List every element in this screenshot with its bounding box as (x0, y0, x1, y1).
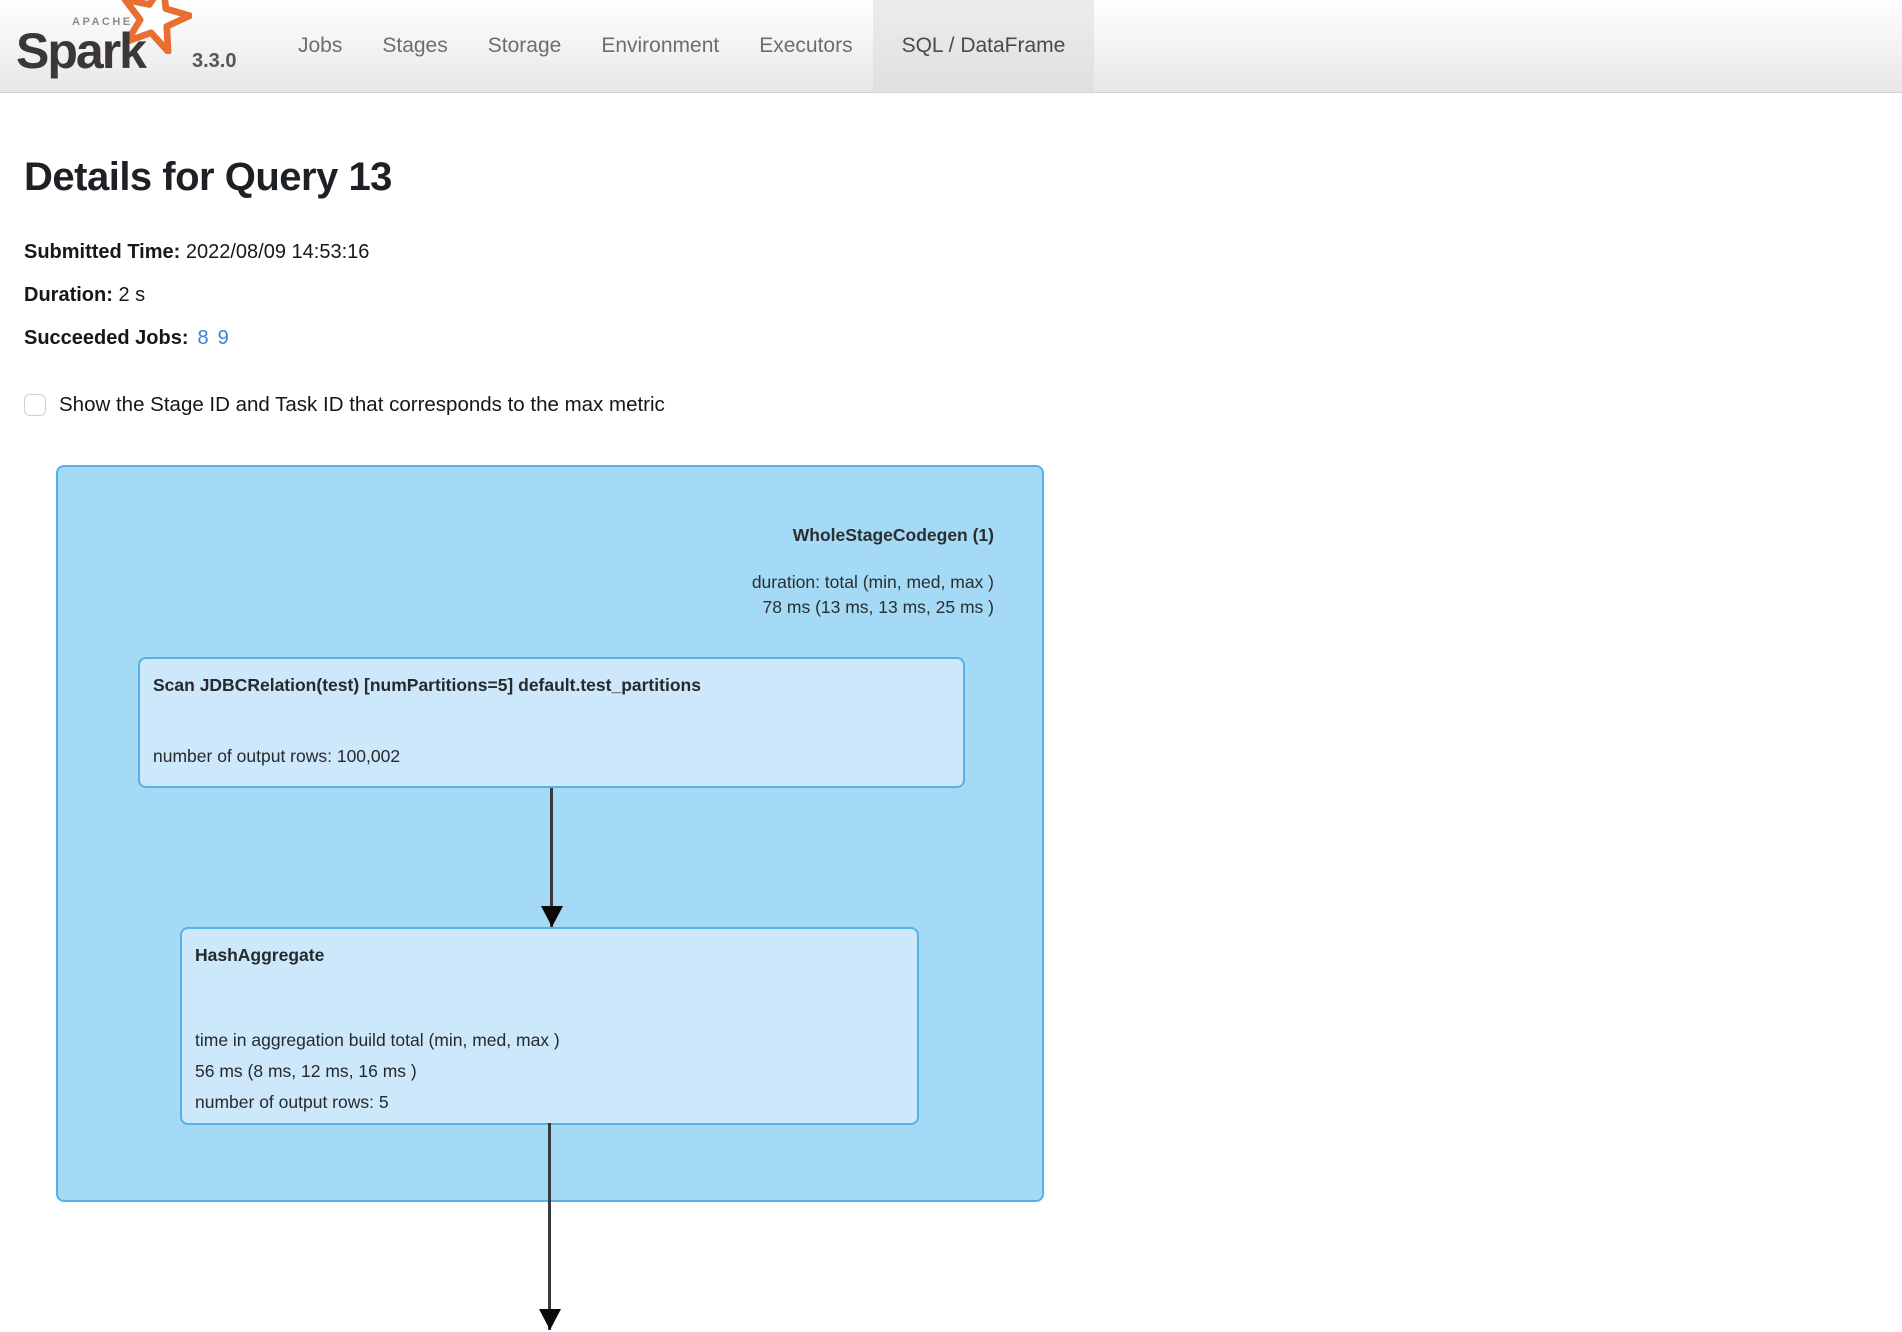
node-hashaggregate: HashAggregate time in aggregation build … (180, 927, 919, 1125)
cluster-metric-line: duration: total (min, med, max ) (751, 572, 994, 592)
node-metric-line: number of output rows: 5 (195, 1092, 389, 1112)
node-title: Scan JDBCRelation(test) [numPartitions=5… (153, 675, 701, 695)
top-navbar: APACHE Spark 3.3.0 Jobs Stages Storage E… (0, 0, 1902, 93)
node-title: HashAggregate (195, 945, 325, 965)
node-scan-jdbcrelation: Scan JDBCRelation(test) [numPartitions=5… (138, 657, 965, 788)
cluster-metric-line: 78 ms (13 ms, 13 ms, 25 ms ) (762, 596, 994, 617)
submitted-time-value: 2022/08/09 14:53:16 (185, 241, 370, 263)
edge-arrow-scan-to-hashaggregate (540, 788, 563, 927)
spark-version: 3.3.0 (192, 50, 237, 72)
cluster-metrics: duration: total (min, med, max ) 78 ms (… (752, 570, 994, 619)
tab-sql-dataframe[interactable]: SQL / DataFrame (872, 0, 1095, 92)
page-title: Details for Query 13 (24, 155, 392, 199)
cluster-label: WholeStageCodegen (1) duration: total (m… (752, 525, 994, 619)
duration-value: 2 s (118, 284, 146, 306)
apache-label: APACHE (72, 16, 133, 28)
node-metrics: time in aggregation build total (min, me… (195, 1025, 904, 1118)
node-metric-line: 56 ms (8 ms, 12 ms, 16 ms ) (195, 1061, 417, 1081)
spark-wordmark: Spark (16, 23, 147, 79)
show-stage-task-id-label: Show the Stage ID and Task ID that corre… (59, 393, 665, 416)
show-stage-task-id-checkbox[interactable] (24, 394, 46, 416)
submitted-time-label: Submitted Time: (24, 241, 181, 263)
query-info-list: Submitted Time: 2022/08/09 14:53:16 Dura… (24, 231, 1878, 360)
submitted-time-row: Submitted Time: 2022/08/09 14:53:16 (24, 231, 1878, 274)
edge-arrow-hashaggregate-down (538, 1123, 561, 1330)
succeeded-jobs-label: Succeeded Jobs: (24, 327, 189, 349)
tab-stages[interactable]: Stages (382, 34, 448, 57)
tab-executors[interactable]: Executors (759, 34, 853, 57)
wholestagecodegen-cluster: WholeStageCodegen (1) duration: total (m… (56, 465, 1044, 1202)
cluster-title: WholeStageCodegen (1) (792, 525, 994, 545)
node-metric-line: time in aggregation build total (min, me… (195, 1030, 560, 1050)
node-metric-line: number of output rows: 100,002 (153, 746, 401, 766)
nav-tabs: Jobs Stages Storage Environment Executor… (278, 0, 1095, 92)
job-link-9[interactable]: 9 (217, 327, 229, 349)
duration-row: Duration: 2 s (24, 274, 1878, 317)
tab-storage[interactable]: Storage (487, 34, 562, 57)
duration-label: Duration: (24, 284, 113, 306)
spark-logo: APACHE Spark 3.3.0 (0, 0, 278, 93)
main-content: Details for Query 13 Submitted Time: 202… (0, 93, 1902, 417)
job-link-8[interactable]: 8 (197, 327, 209, 349)
spark-star-icon (121, 0, 192, 54)
max-metric-toggle-row: Show the Stage ID and Task ID that corre… (24, 393, 1878, 417)
tab-environment[interactable]: Environment (601, 34, 720, 57)
tab-jobs[interactable]: Jobs (298, 34, 343, 57)
node-metrics: number of output rows: 100,002 (153, 745, 950, 767)
